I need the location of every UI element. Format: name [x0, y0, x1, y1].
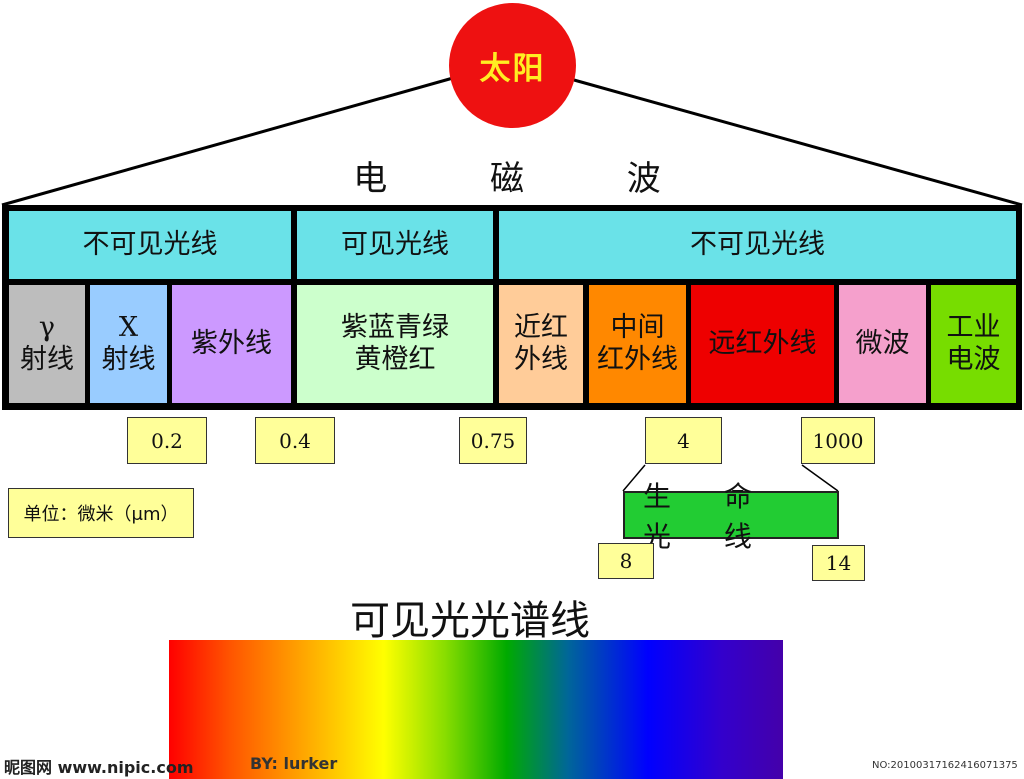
sun-circle: 太阳	[449, 3, 576, 128]
boundary-0-75: 0.75	[459, 417, 527, 464]
band-far-infrared: 远红外线	[691, 285, 834, 403]
sun-label: 太阳	[479, 51, 546, 87]
visible-spectrum-bar	[169, 640, 783, 779]
boundary-4: 4	[645, 417, 722, 464]
band-ultraviolet: 紫外线	[172, 285, 291, 403]
em-wave-title: 电 磁 波	[353, 158, 707, 199]
watermark-site: 昵图网 www.nipic.com	[4, 758, 194, 777]
life-left-connector	[622, 464, 646, 492]
header-invisible-right: 不可见光线	[499, 211, 1016, 279]
sun-left-line	[1, 76, 454, 207]
band-microwave: 微波	[839, 285, 926, 403]
band-mid-infrared: 中间红外线	[589, 285, 686, 403]
header-invisible-left: 不可见光线	[9, 211, 291, 279]
life-rays-bar: 生 命 光 线	[623, 480, 839, 553]
header-visible: 可见光线	[297, 211, 493, 279]
watermark-id: NO:20100317162416071375	[872, 760, 1018, 771]
boundary-0-2: 0.2	[127, 417, 207, 464]
life-rays-max: 14	[812, 545, 865, 581]
band-visible: 紫蓝青绿黄橙红	[297, 285, 493, 403]
band-radio: 工业电波	[931, 285, 1016, 403]
sun-right-line	[573, 78, 1023, 207]
watermark-author: BY: lurker	[250, 754, 338, 773]
band-near-infrared: 近红外线	[499, 285, 583, 403]
boundary-0-4: 0.4	[255, 417, 335, 464]
boundary-1000: 1000	[801, 417, 875, 464]
spectrum-title: 可见光光谱线	[350, 598, 590, 644]
unit-label: 单位：微米（μm）	[8, 488, 194, 538]
life-rays-min: 8	[598, 543, 654, 579]
life-right-connector	[801, 464, 839, 492]
